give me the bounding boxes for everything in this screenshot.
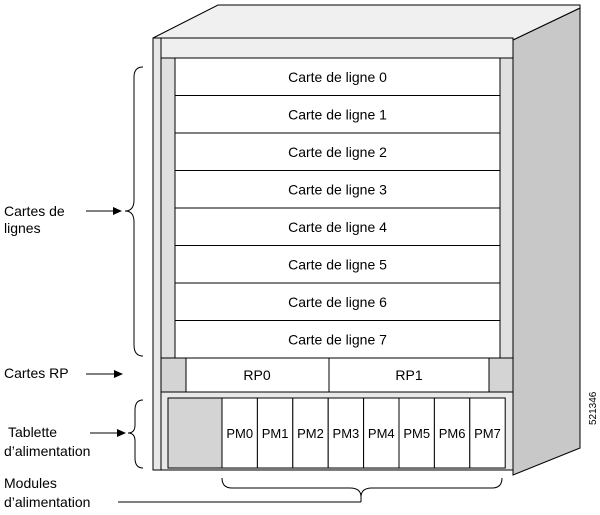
callout-power-modules: Modules d’alimentation [4,475,503,510]
callout-line-cards-line1: Cartes de [4,203,65,219]
power-module-slot [398,397,435,469]
callout-line-cards: Cartes de lignes [4,66,144,357]
callout-rp-cards: Cartes RP [4,365,123,381]
power-modules-brace [221,477,503,498]
callout-power-shelf-line2: d’alimentation [4,443,90,459]
line-card-slot [174,282,501,321]
rp-slot-0-label: RP0 [243,367,270,383]
line-card-label: Carte de ligne 2 [288,144,387,160]
power-module-slot [433,397,471,469]
left-rail [160,57,176,359]
line-card-slot [174,320,501,359]
callout-rp-cards-label: Cartes RP [4,365,69,381]
rp-slot-1-label: RP1 [395,367,422,383]
chassis-side-panel [512,7,581,476]
rp-right-filler [488,357,514,393]
callout-line-cards-arrowhead [113,207,122,215]
power-module-label: PM6 [439,426,466,441]
power-module-label: PM3 [333,426,360,441]
power-module-label: PM0 [226,426,253,441]
power-module-slot [221,397,258,469]
right-rail [499,57,514,359]
power-module-slot [292,397,329,469]
power-module-label: PM5 [403,426,430,441]
power-module-slot [469,397,506,469]
line-card-label: Carte de ligne 3 [288,181,387,197]
power-shelf-brace [127,399,144,469]
line-card-label: Carte de ligne 0 [288,69,387,85]
line-card-slot [174,207,501,246]
line-card-label: Carte de ligne 4 [288,219,387,235]
rp-slot-1 [328,357,490,393]
power-module-slot [363,397,400,469]
power-module-label: PM7 [474,426,501,441]
line-card-slot [174,95,501,134]
line-card-label: Carte de ligne 5 [288,256,387,272]
callout-power-shelf: Tablette d’alimentation [4,399,144,469]
chassis-top-panel [152,4,581,41]
callout-power-shelf-line1: Tablette [8,424,57,440]
line-cards-brace [124,66,144,357]
line-card-slot [174,132,501,171]
power-module-slot [256,397,294,469]
power-shelf-blank [167,397,223,469]
power-module-label: PM2 [297,426,324,441]
line-card-label: Carte de ligne 6 [288,294,387,310]
callout-power-modules-line1: Modules [4,475,57,491]
power-shelf: PM0 PM1 PM2 PM3 PM4 PM5 PM6 PM7 [160,391,514,471]
figure-id: 521346 [588,391,599,425]
line-card-slot [174,245,501,284]
rp-row: RP0 RP1 [160,357,514,393]
rp-left-filler [160,357,187,393]
callout-rp-cards-arrowhead [114,370,123,378]
power-module-label: PM4 [368,426,395,441]
callout-power-modules-line2: d’alimentation [4,494,90,510]
power-module-label: PM1 [262,426,289,441]
callout-line-cards-line2: lignes [4,220,41,236]
line-card-label: Carte de ligne 1 [288,106,387,122]
line-card-slot [174,170,501,209]
line-card-stack: Carte de ligne 0 Carte de ligne 1 Carte de… [174,57,501,359]
power-module-slot [327,397,365,469]
line-card-label: Carte de ligne 7 [288,331,387,347]
power-module-slots: PM0 PM1 PM2 PM3 PM4 PM5 PM6 PM7 [221,397,506,469]
callout-power-shelf-arrowhead [117,429,126,437]
chassis-top-bezel [160,37,514,59]
